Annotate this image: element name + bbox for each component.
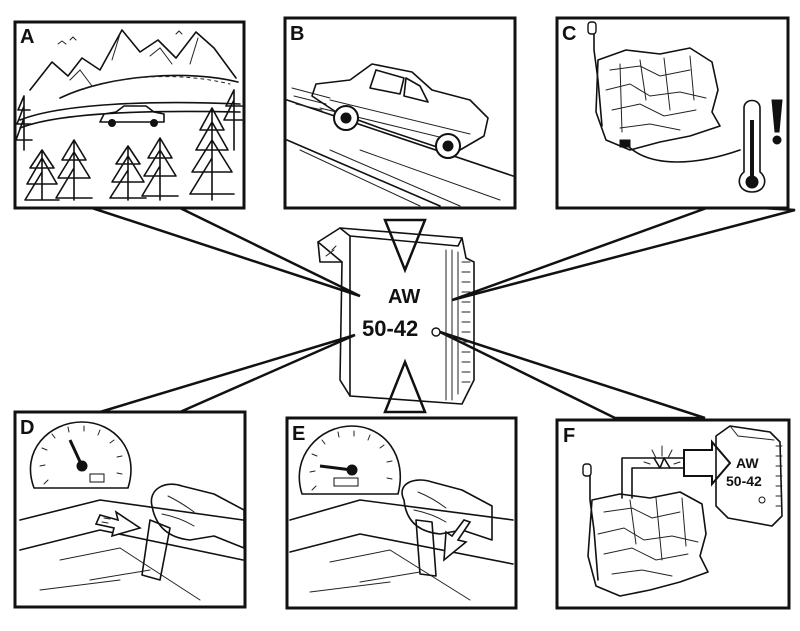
sedan-car bbox=[311, 63, 489, 159]
arrow-icon bbox=[683, 439, 732, 487]
beam-from-f bbox=[439, 330, 706, 420]
panel-e: E bbox=[285, 416, 518, 610]
panel-f-label: F bbox=[563, 425, 575, 447]
panel-a: A bbox=[13, 20, 246, 210]
panel-e-label: E bbox=[292, 423, 305, 445]
thermometer-icon bbox=[738, 99, 766, 193]
arrow-icon bbox=[94, 510, 142, 538]
panel-d: D bbox=[13, 410, 247, 609]
transmission-housing bbox=[587, 491, 709, 597]
panel-f: F AW 50-42 bbox=[555, 418, 791, 610]
fault-spark-icon bbox=[643, 445, 681, 469]
mini-control-unit-line1: AW bbox=[736, 455, 759, 471]
mini-control-unit-line2: 50-42 bbox=[726, 473, 762, 489]
exclamation-icon bbox=[771, 99, 783, 145]
mini-control-unit: AW 50-42 bbox=[715, 425, 783, 527]
speedometer-icon bbox=[29, 421, 132, 489]
panel-c-label: C bbox=[562, 23, 576, 45]
panel-a-label: A bbox=[20, 26, 34, 48]
control-unit-line2: 50-42 bbox=[362, 316, 418, 341]
panel-d-label: D bbox=[20, 417, 34, 439]
beam-from-b bbox=[383, 218, 427, 274]
panel-b: B bbox=[283, 16, 517, 210]
control-unit: AW 50-42 bbox=[317, 227, 475, 405]
transmission-housing bbox=[595, 47, 721, 151]
panel-c: C bbox=[555, 16, 790, 210]
panel-b-label: B bbox=[290, 23, 304, 45]
beam-from-d bbox=[99, 333, 356, 414]
beam-from-e bbox=[383, 358, 427, 414]
beam-from-c bbox=[451, 203, 796, 302]
control-unit-line1: AW bbox=[388, 286, 420, 308]
arrow-icon bbox=[443, 519, 472, 562]
speedometer-icon bbox=[298, 425, 402, 495]
pine-trees bbox=[15, 89, 243, 201]
